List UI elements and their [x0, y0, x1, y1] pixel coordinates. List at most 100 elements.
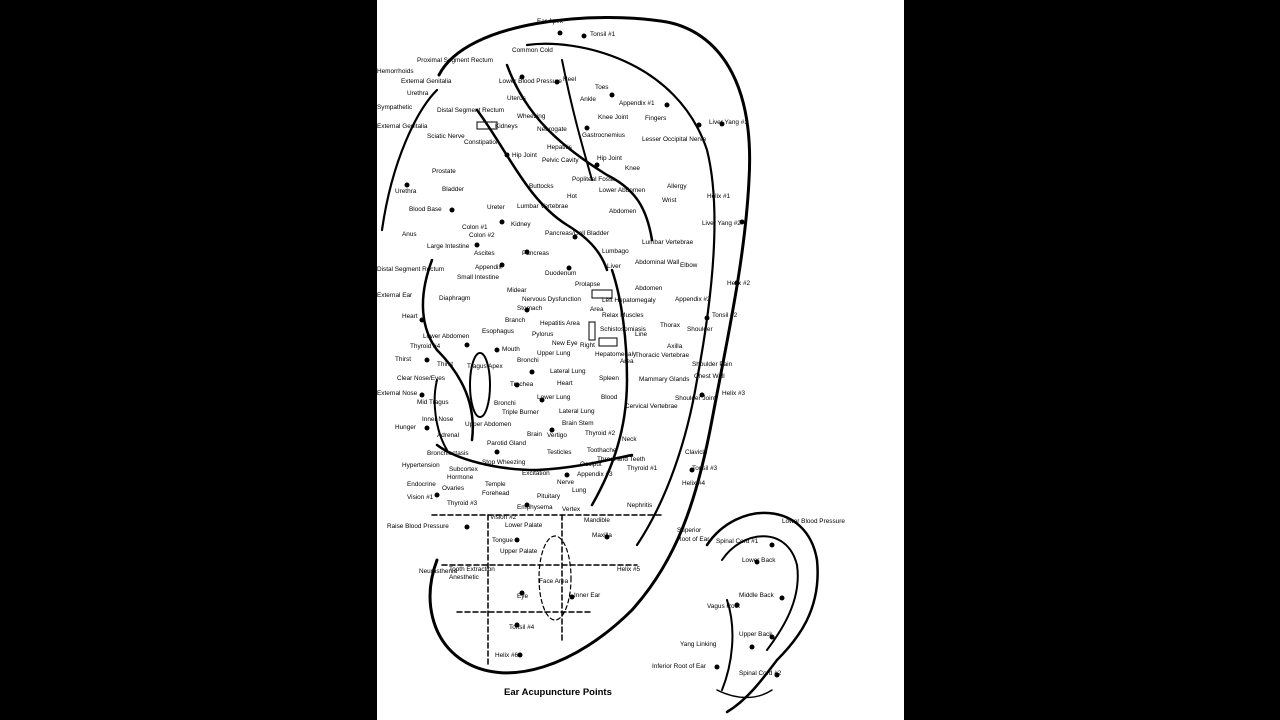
point-label: Helix #3	[722, 390, 746, 397]
point-label: Thyroid #2	[585, 430, 616, 437]
point-label: Abdomen	[609, 208, 637, 215]
point-label: Upper Lung	[537, 350, 571, 357]
point-label: Nephritis	[627, 502, 653, 509]
point-label: Buttocks	[529, 183, 554, 190]
point-label: Helix #1	[707, 193, 731, 200]
point-label: Wrist	[662, 197, 677, 204]
point-label: Prolapse	[575, 281, 601, 288]
point-label: Adrenal	[437, 432, 460, 439]
point-label: Toothache	[587, 447, 617, 454]
point-label: Vagus Root	[707, 603, 740, 610]
point-label: Inner Ear	[574, 592, 601, 599]
point-label: Thoracic Vertebrae	[635, 352, 689, 359]
point-label: Anus	[402, 231, 417, 238]
point-label: Vision #2	[490, 514, 517, 521]
diagram-caption: Ear Acupuncture Points	[504, 687, 612, 698]
point-label: Sympathetic	[377, 104, 413, 111]
point-label: Tonsil #4	[509, 624, 535, 631]
point-label: Pelvic Cavity	[542, 157, 579, 164]
point-label: Hormone	[447, 474, 474, 481]
point-label: Allergy	[667, 183, 687, 190]
point-label: Bronchi	[517, 357, 539, 364]
point-label: Tongue	[492, 537, 513, 544]
point-label: Common Cold	[512, 47, 553, 54]
point-label: Left Hepatomegaly	[602, 297, 656, 304]
point-label: Emphysema	[517, 504, 553, 511]
point-label: Tragus Apex	[467, 363, 503, 370]
point-label: Sciatic Nerve	[427, 133, 465, 140]
point-label: Occiput	[580, 461, 602, 468]
point-label: Hip Joint	[512, 152, 537, 159]
point-label: Lower Abdomen	[599, 187, 646, 194]
point-label: Subcortex	[449, 466, 478, 473]
point-label: External Nose	[377, 390, 418, 397]
point-label: Vision #1	[407, 494, 434, 501]
point-label: Heart	[402, 313, 418, 320]
point-label: Constipation	[464, 139, 500, 146]
point-label: Colon #1	[462, 224, 488, 231]
point-label: Middle Back	[739, 592, 774, 599]
point-label: Spleen	[599, 375, 619, 382]
point-label: Excitation	[522, 470, 550, 477]
point-label: Bladder	[442, 186, 465, 193]
point-label: Right	[580, 342, 595, 349]
point-label: Temple	[485, 481, 506, 488]
point-label: Lower Blood Pressure	[499, 78, 562, 85]
point-label: Upper Back	[739, 631, 773, 638]
point-label: Colon #2	[469, 232, 495, 239]
point-label: Ascites	[474, 250, 495, 257]
point-label: Duodenum	[545, 270, 577, 277]
point-label: Blood Base	[409, 206, 442, 213]
point-label: Testicles	[547, 449, 572, 456]
point-label: Thyroid #4	[410, 343, 441, 350]
point-label: Pylorus	[532, 331, 554, 338]
point-label: Vertex	[562, 506, 581, 513]
point-label: Stomach	[517, 305, 543, 312]
point-label: Elbow	[680, 262, 698, 269]
point-label: Neurasthenia	[419, 568, 458, 575]
point-label: Upper Abdomen	[465, 421, 512, 428]
point-label: Spinal Cord #2	[739, 670, 782, 677]
point-label: Thorax	[660, 322, 680, 329]
point-label: Appendix #3	[577, 471, 613, 478]
point-label: Knee	[625, 165, 640, 172]
point-label: Lower Abdomen	[423, 333, 470, 340]
point-label: Eye	[517, 593, 529, 600]
point-label: Pancreas	[522, 250, 549, 257]
point-label: Endocrine	[407, 481, 436, 488]
point-label: Forehead	[482, 490, 510, 497]
point-label: Knee Joint	[598, 114, 629, 121]
point-label: Face Area	[539, 578, 569, 585]
point-label: Cervical Vertebrae	[625, 403, 678, 410]
point-label: Bronchiectasis	[427, 450, 469, 457]
point-label: Axilla	[667, 343, 683, 350]
point-label: Maxilla	[592, 532, 612, 539]
point-label: Brain	[527, 431, 542, 438]
point-label: Nerve	[557, 479, 575, 486]
point-label: Lumbar Vertebrae	[517, 203, 569, 210]
point-label: Hunger	[395, 424, 416, 431]
point-label: Relax Muscles	[602, 312, 644, 319]
point-label: Distal Segment Rectum	[437, 107, 505, 114]
point-label: New Eye	[552, 340, 578, 347]
point-label: Mammary Glands	[639, 376, 690, 383]
point-label: Kidneys	[495, 123, 518, 130]
point-label: Urethra	[395, 188, 417, 195]
point-label: Lung	[572, 487, 587, 494]
point-label: Lateral Lung	[559, 408, 595, 415]
point-label: Shoulder	[687, 326, 713, 333]
point-label: Clear Nose/Eyes	[397, 375, 445, 382]
point-label: Ankle	[580, 96, 596, 103]
point-label: Mouth	[502, 346, 520, 353]
point-label: Nervous Dysfunction	[522, 296, 581, 303]
point-label: Pancreas/Gall Bladder	[545, 230, 609, 237]
point-label: Inferior Root of Ear	[652, 663, 706, 670]
point-label: Brain Stem	[562, 420, 594, 427]
point-label: Hepatitis Area	[540, 320, 580, 327]
point-label: Shoulder Pain	[692, 361, 733, 368]
point-label: Lower Palate	[505, 522, 543, 529]
point-label: Branch	[505, 317, 526, 324]
point-label: Midear	[507, 287, 527, 294]
point-label: External Genitalia	[401, 78, 452, 85]
